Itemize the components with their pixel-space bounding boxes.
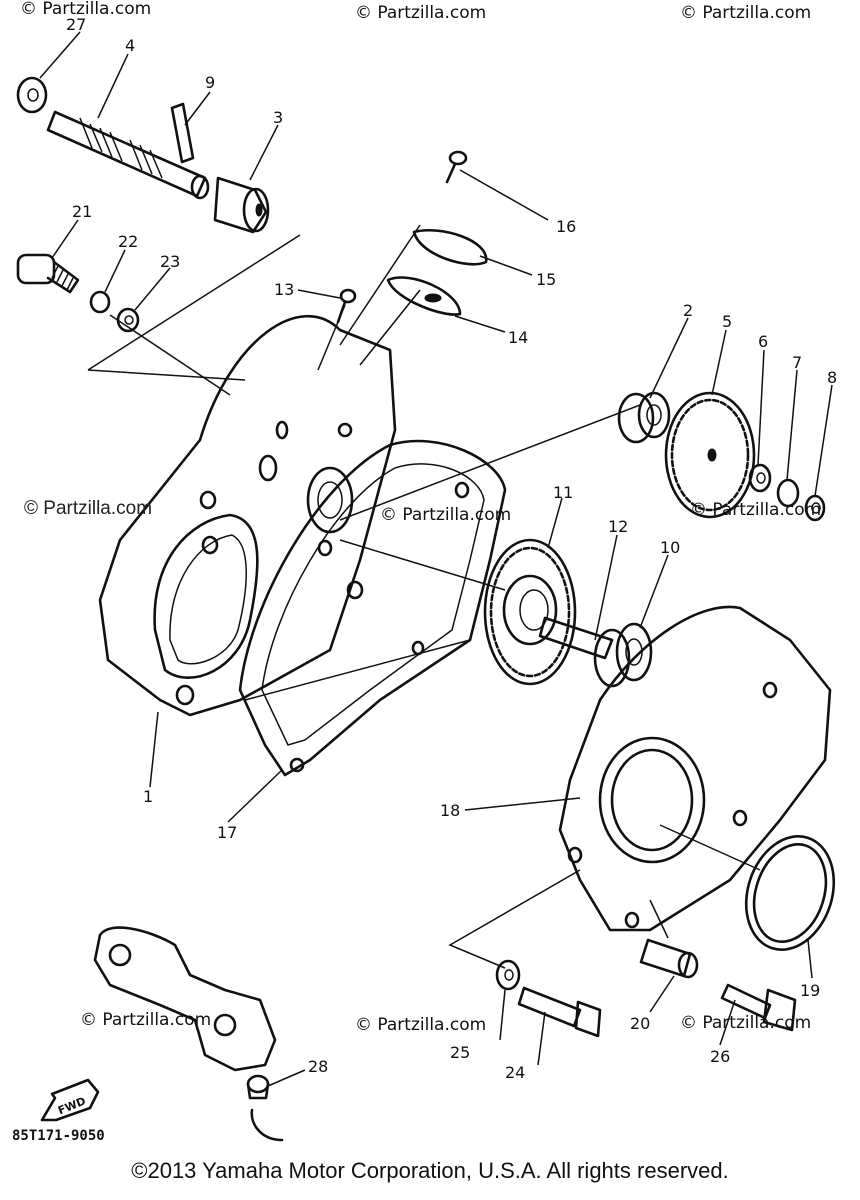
- svg-text:© Partzilla.com: © Partzilla.com: [380, 505, 511, 525]
- shaft-4: [46, 110, 210, 200]
- bracket-inset: [93, 926, 277, 1072]
- gear-5: [664, 391, 756, 519]
- callout-13: 13: [274, 280, 294, 299]
- cover-18: [558, 605, 832, 932]
- callout-20: 20: [630, 1014, 650, 1033]
- washer-7: [776, 478, 800, 508]
- callout-11: 11: [553, 483, 573, 502]
- dowel-20: [639, 938, 699, 979]
- callout-17: 17: [217, 823, 237, 842]
- callout-2: 2: [683, 301, 693, 320]
- callout-12: 12: [608, 517, 628, 536]
- callout-28: 28: [308, 1057, 328, 1076]
- bolt-26: [720, 983, 797, 1032]
- fitting-28: [246, 1074, 284, 1142]
- svg-text:© Partzilla.com: © Partzilla.com: [355, 3, 486, 23]
- fwd-arrow-icon: FWD: [40, 1078, 100, 1122]
- watermark-layer: © Partzilla.com © Partzilla.com © Partzi…: [20, 0, 821, 1035]
- callout-16: 16: [556, 217, 576, 236]
- callout-21: 21: [72, 202, 92, 221]
- callout-labels: 27 4 9 3 21 22 23 13 16 15 14 2 5 6 7 8 …: [66, 15, 837, 1082]
- callout-5: 5: [722, 312, 732, 331]
- screw-13: [336, 288, 357, 324]
- gasket-17: [238, 439, 507, 777]
- washer-25: [495, 959, 521, 991]
- callout-7: 7: [792, 353, 802, 372]
- bearing-2: [617, 391, 671, 444]
- callout-14: 14: [508, 328, 528, 347]
- callout-6: 6: [758, 332, 768, 351]
- sleeve-3: [213, 176, 270, 234]
- callout-27: 27: [66, 15, 86, 34]
- svg-text:© Partzilla.com: © Partzilla.com: [20, 0, 151, 19]
- copyright-notice: ©2013 Yamaha Motor Corporation, U.S.A. A…: [131, 1158, 729, 1183]
- bearing-10: [593, 622, 653, 688]
- plate-15: [412, 228, 488, 266]
- lock-washer-22: [89, 290, 111, 314]
- callout-26: 26: [710, 1047, 730, 1066]
- svg-text:© Partzilla.com: © Partzilla.com: [355, 1015, 486, 1035]
- svg-text:© Partzilla.com: © Partzilla.com: [680, 1013, 811, 1033]
- bolt-21: [16, 253, 80, 294]
- washer-27: [16, 76, 48, 114]
- svg-text:© Partzilla.com: © Partzilla.com: [80, 1010, 211, 1030]
- partzilla-watermark-label: © Partzilla.com: [24, 498, 153, 519]
- pin-9: [170, 102, 195, 164]
- washer-6: [748, 463, 772, 493]
- alignment-lines: [87, 224, 761, 969]
- bolt-24: [517, 986, 602, 1038]
- callout-3: 3: [273, 108, 283, 127]
- callout-18: 18: [440, 801, 460, 820]
- shaft-12: [538, 616, 614, 660]
- o-ring-19: [744, 835, 836, 951]
- callout-10: 10: [660, 538, 680, 557]
- callout-15: 15: [536, 270, 556, 289]
- callout-8: 8: [827, 368, 837, 387]
- callout-22: 22: [118, 232, 138, 251]
- leader-lines: [39, 31, 833, 1087]
- gear-11: [483, 538, 577, 686]
- callout-25: 25: [450, 1043, 470, 1062]
- gasket-14: [386, 276, 462, 316]
- callout-4: 4: [125, 36, 135, 55]
- callout-19: 19: [800, 981, 820, 1000]
- gear-case-1: [98, 314, 397, 717]
- callout-24: 24: [505, 1063, 525, 1082]
- screw-16: [445, 150, 468, 184]
- callout-9: 9: [205, 73, 215, 92]
- callout-23: 23: [160, 252, 180, 271]
- diagram-code: 85T171-9050: [12, 1128, 105, 1144]
- callout-1: 1: [143, 787, 153, 806]
- svg-text:© Partzilla.com: © Partzilla.com: [680, 3, 811, 23]
- washer-23: [116, 307, 140, 333]
